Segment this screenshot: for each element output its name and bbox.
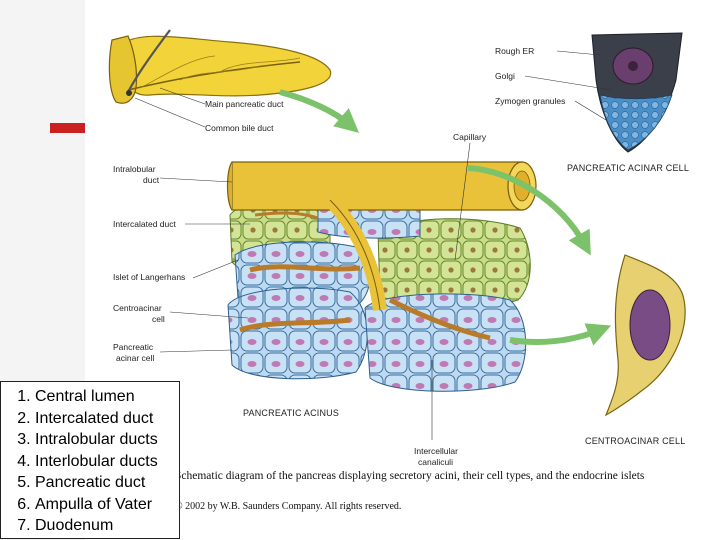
label-pancreatic-acinar-cell-line1: Pancreatic — [113, 342, 154, 352]
label-golgi: Golgi — [495, 71, 515, 81]
acinar-cell-illustration — [591, 32, 683, 153]
label-pancreatic-acinus: PANCREATIC ACINUS — [243, 408, 339, 418]
label-main-pancreatic-duct: Main pancreatic duct — [205, 99, 284, 109]
figure-caption: Schematic diagram of the pancreas displa… — [175, 470, 645, 482]
slide-accent-bar — [50, 123, 85, 133]
figure-copyright: © 2002 by W.B. Saunders Company. All rig… — [175, 501, 402, 512]
legend-item: Pancreatic duct — [35, 472, 179, 494]
label-capillary: Capillary — [453, 132, 487, 142]
gross-pancreas-illustration — [108, 29, 332, 104]
magnification-arrow — [279, 89, 360, 133]
label-centroacinar-cell-line2: cell — [152, 314, 165, 324]
label-zymogen-granules: Zymogen granules — [495, 96, 565, 106]
label-pancreatic-acinar-cell-caps: PANCREATIC ACINAR CELL — [567, 163, 689, 173]
legend-item: Central lumen — [35, 386, 179, 408]
label-intralobular-duct-line2: duct — [143, 175, 160, 185]
label-centroacinar-cell-caps: CENTROACINAR CELL — [585, 436, 685, 446]
label-intercellular-canaliculi-line1: Intercellular — [414, 446, 458, 456]
legend-item: Intercalated duct — [35, 408, 179, 430]
legend-item: Ampulla of Vater — [35, 494, 179, 516]
label-rough-er: Rough ER — [495, 46, 534, 56]
label-common-bile-duct: Common bile duct — [205, 123, 274, 133]
label-intralobular-duct-line1: Intralobular — [113, 164, 156, 174]
centroacinar-cell-arrow — [509, 323, 612, 346]
label-intercalated-duct: Intercalated duct — [113, 219, 176, 229]
legend-item: Duodenum — [35, 515, 179, 537]
legend-item: Interlobular ducts — [35, 451, 179, 473]
legend-item: Intralobular ducts — [35, 429, 179, 451]
intralobular-duct-illustration — [226, 161, 537, 311]
label-centroacinar-cell-line1: Centroacinar — [113, 303, 162, 313]
label-islet-of-langerhans: Islet of Langerhans — [113, 272, 185, 282]
legend-box: Central lumen Intercalated duct Intralob… — [0, 381, 180, 539]
legend-list: Central lumen Intercalated duct Intralob… — [1, 382, 179, 537]
label-intercellular-canaliculi-line2: canaliculi — [418, 457, 453, 467]
centroacinar-cell-illustration — [604, 254, 686, 417]
label-pancreatic-acinar-cell-line2: acinar cell — [116, 353, 154, 363]
acinar-cell-arrow — [467, 165, 591, 256]
